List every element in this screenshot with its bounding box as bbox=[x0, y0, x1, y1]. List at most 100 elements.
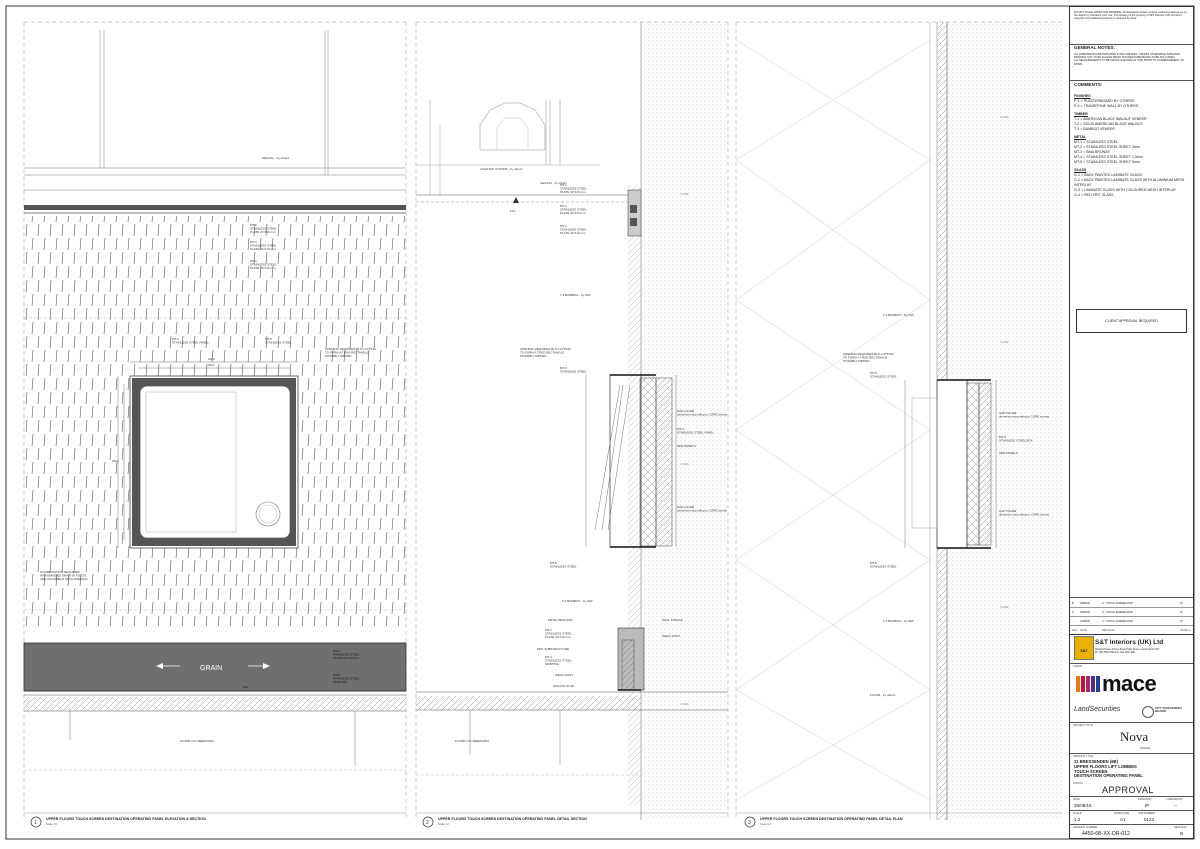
checked-by-value: -- bbox=[1174, 803, 1177, 808]
revision-table: B 28/08/15 A - TOUCH SCREEN DOP IP A 28/… bbox=[1070, 599, 1193, 635]
general-notes-text: ALL DIMENSIONS ARE INDICATED IN MILLIMET… bbox=[1074, 53, 1184, 66]
v2-title: UPPER FLOORS TOUCH SCREEN DESTINATION OP… bbox=[438, 817, 587, 821]
partner-logo-2: CITY INVESTMENT BOARD bbox=[1155, 706, 1182, 714]
rev-desc-cell: A - TOUCH SCREEN DOP bbox=[1102, 601, 1133, 605]
checked-by-label: CHECKED BY bbox=[1166, 798, 1183, 801]
rev-desc-cell: A - TOUCH SCREEN DOP bbox=[1102, 619, 1133, 623]
v1-floor-label: FLOOR C/O SEERS-BAY bbox=[180, 739, 214, 743]
finishes-category: FINISHES bbox=[1074, 94, 1091, 98]
rev-by-cell: IP bbox=[1180, 610, 1183, 614]
finish-item: T-2 = SOLID AMERICAN BLACK WALNUT bbox=[1074, 122, 1143, 126]
finish-item: MT-5 = STAINLESS STEEL SHEET 5mm bbox=[1074, 160, 1140, 164]
finish-item: MT-1 = STAINLESS STEEL bbox=[1074, 140, 1119, 144]
company-address: Roeberg House Porters Street Pallet Stre… bbox=[1095, 649, 1160, 655]
v1-ffl-label: FFL bbox=[243, 685, 249, 689]
finish-item: MT-4 = STAINLESS STEEL SHEET 1,5mm bbox=[1074, 155, 1143, 159]
finish-item: T-3 = BAMBOO VENEER bbox=[1074, 127, 1115, 131]
v2-floor-label: FLOOR C/O SEERS-BAY bbox=[455, 739, 489, 743]
rev-header: DATE bbox=[1080, 628, 1087, 632]
v1-scale: Scale 1:5 bbox=[46, 822, 57, 826]
v2-number: 2 bbox=[426, 820, 429, 826]
table-row: - 21/08/15 A - TOUCH SCREEN DOP IP bbox=[1070, 617, 1193, 626]
v3-core-label-2: CORE bbox=[1000, 340, 1009, 344]
finish-item: P-2 = TRAVERTINE WALL BY OTHERS bbox=[1074, 104, 1139, 108]
finish-item: G-4 = RED FRIT GLASS bbox=[1074, 193, 1114, 197]
rev-by-cell: IP bbox=[1180, 601, 1183, 605]
v3-mdf-label: MDF PANELS bbox=[999, 451, 1018, 455]
v2-lighting-label: LIGHTING SYSTEM - by others bbox=[480, 167, 523, 171]
v1-ceiling-label: CEILING - by others bbox=[262, 156, 290, 160]
company-logo: S&T bbox=[1074, 636, 1094, 660]
rev-cell: A bbox=[1072, 610, 1074, 614]
rev-by-cell: IP bbox=[1180, 619, 1183, 623]
v2-bamboo-label-2: T-3 BAMBOO - by S&T bbox=[562, 599, 593, 603]
partner-logo-1: LandSecurities bbox=[1074, 706, 1121, 713]
v2-weld-joint: WELD JOINT bbox=[662, 634, 680, 638]
v2-mdf-label: MDF PANELS bbox=[677, 444, 696, 448]
client-approval-box: CLIENT APPROVAL REQUIRED bbox=[1076, 309, 1187, 333]
table-row: B 28/08/15 A - TOUCH SCREEN DOP IP bbox=[1070, 599, 1193, 608]
job-number-label: JOB NUMBER bbox=[1138, 812, 1156, 815]
v3-number: 3 bbox=[748, 820, 751, 826]
rev-desc-cell: A - TOUCH SCREEN DOP bbox=[1102, 610, 1133, 614]
v1-grain-label: GRAIN bbox=[200, 665, 222, 672]
v1-title: UPPER FLOORS TOUCH SCREEN DESTINATION OP… bbox=[46, 817, 206, 821]
v2-bamboo-label: T-3 BAMBOO - by S&T bbox=[560, 293, 591, 297]
table-row: A 28/08/15 A - TOUCH SCREEN DOP IP bbox=[1070, 608, 1193, 617]
drawing-number-label: DRAWING NUMBER bbox=[1073, 826, 1098, 829]
rev-cell: - bbox=[1072, 619, 1073, 623]
client-approval-text: CLIENT APPROVAL REQUIRED bbox=[1105, 319, 1158, 323]
rev-header: REVISION bbox=[1102, 628, 1115, 632]
job-number-value: 0123 bbox=[1144, 817, 1155, 822]
title-block: DO NOT SCALE FROM THIS DRAWING. All dime… bbox=[1069, 6, 1194, 839]
finish-item: MT-3 = BMA BRONZE bbox=[1074, 150, 1110, 154]
drawn-by-label: DRAWN BY bbox=[1138, 798, 1152, 801]
v2-core-label: CORE bbox=[680, 192, 689, 196]
drawing-title: 11 BRESSENDEN (6B) UPPER FLOORS LIFT LOB… bbox=[1074, 759, 1143, 779]
project-subtitle: Victoria bbox=[1140, 746, 1150, 750]
v2-weld-joint-2: WELD JOINT bbox=[555, 673, 573, 677]
drawing-number-value: 4450-6B-XX-DR-012 bbox=[1082, 831, 1130, 837]
status-value: APPROVAL bbox=[1102, 785, 1154, 795]
partner-2-emblem-icon bbox=[1142, 706, 1154, 718]
general-notes-heading: GENERAL NOTES: bbox=[1074, 45, 1116, 50]
v2-core-label-2: CORE bbox=[680, 462, 689, 466]
company-name: S&T Interiors (UK) Ltd bbox=[1095, 639, 1164, 646]
v1-number: 1 bbox=[34, 820, 37, 826]
view-2-section: LIGHTING SYSTEM - by others CEILING - by… bbox=[415, 21, 729, 828]
finishes-category: GLASS bbox=[1074, 168, 1087, 172]
v1-dim-width-outer: 262.0 bbox=[208, 357, 215, 361]
rev-cell: B bbox=[1072, 601, 1074, 605]
v2-metal-bracket: METAL BRACKET bbox=[548, 618, 573, 622]
v3-bamboo-label: T-3 BAMBOO - by S&T bbox=[883, 313, 914, 317]
v2-core-label-3: CORE bbox=[680, 702, 689, 706]
date-value: 28/08/15 bbox=[1074, 803, 1092, 808]
scale-value: 1:2 bbox=[1074, 817, 1081, 822]
mace-logo-mark bbox=[1076, 676, 1100, 692]
rev-date-cell: 28/08/15 bbox=[1080, 601, 1091, 605]
project-name: Nova bbox=[1120, 729, 1149, 744]
revision-label: REVISION bbox=[1174, 826, 1187, 829]
drawing-title-label: DRAWING TITLE bbox=[1073, 755, 1094, 758]
finish-item: G-1 = BACK PAINTED LAMINATE GLASS bbox=[1074, 173, 1142, 177]
finish-item: MT-2 = STAINLESS STEEL SHEET 3mm bbox=[1074, 145, 1140, 149]
comments-heading: COMMENTS: bbox=[1074, 82, 1103, 87]
